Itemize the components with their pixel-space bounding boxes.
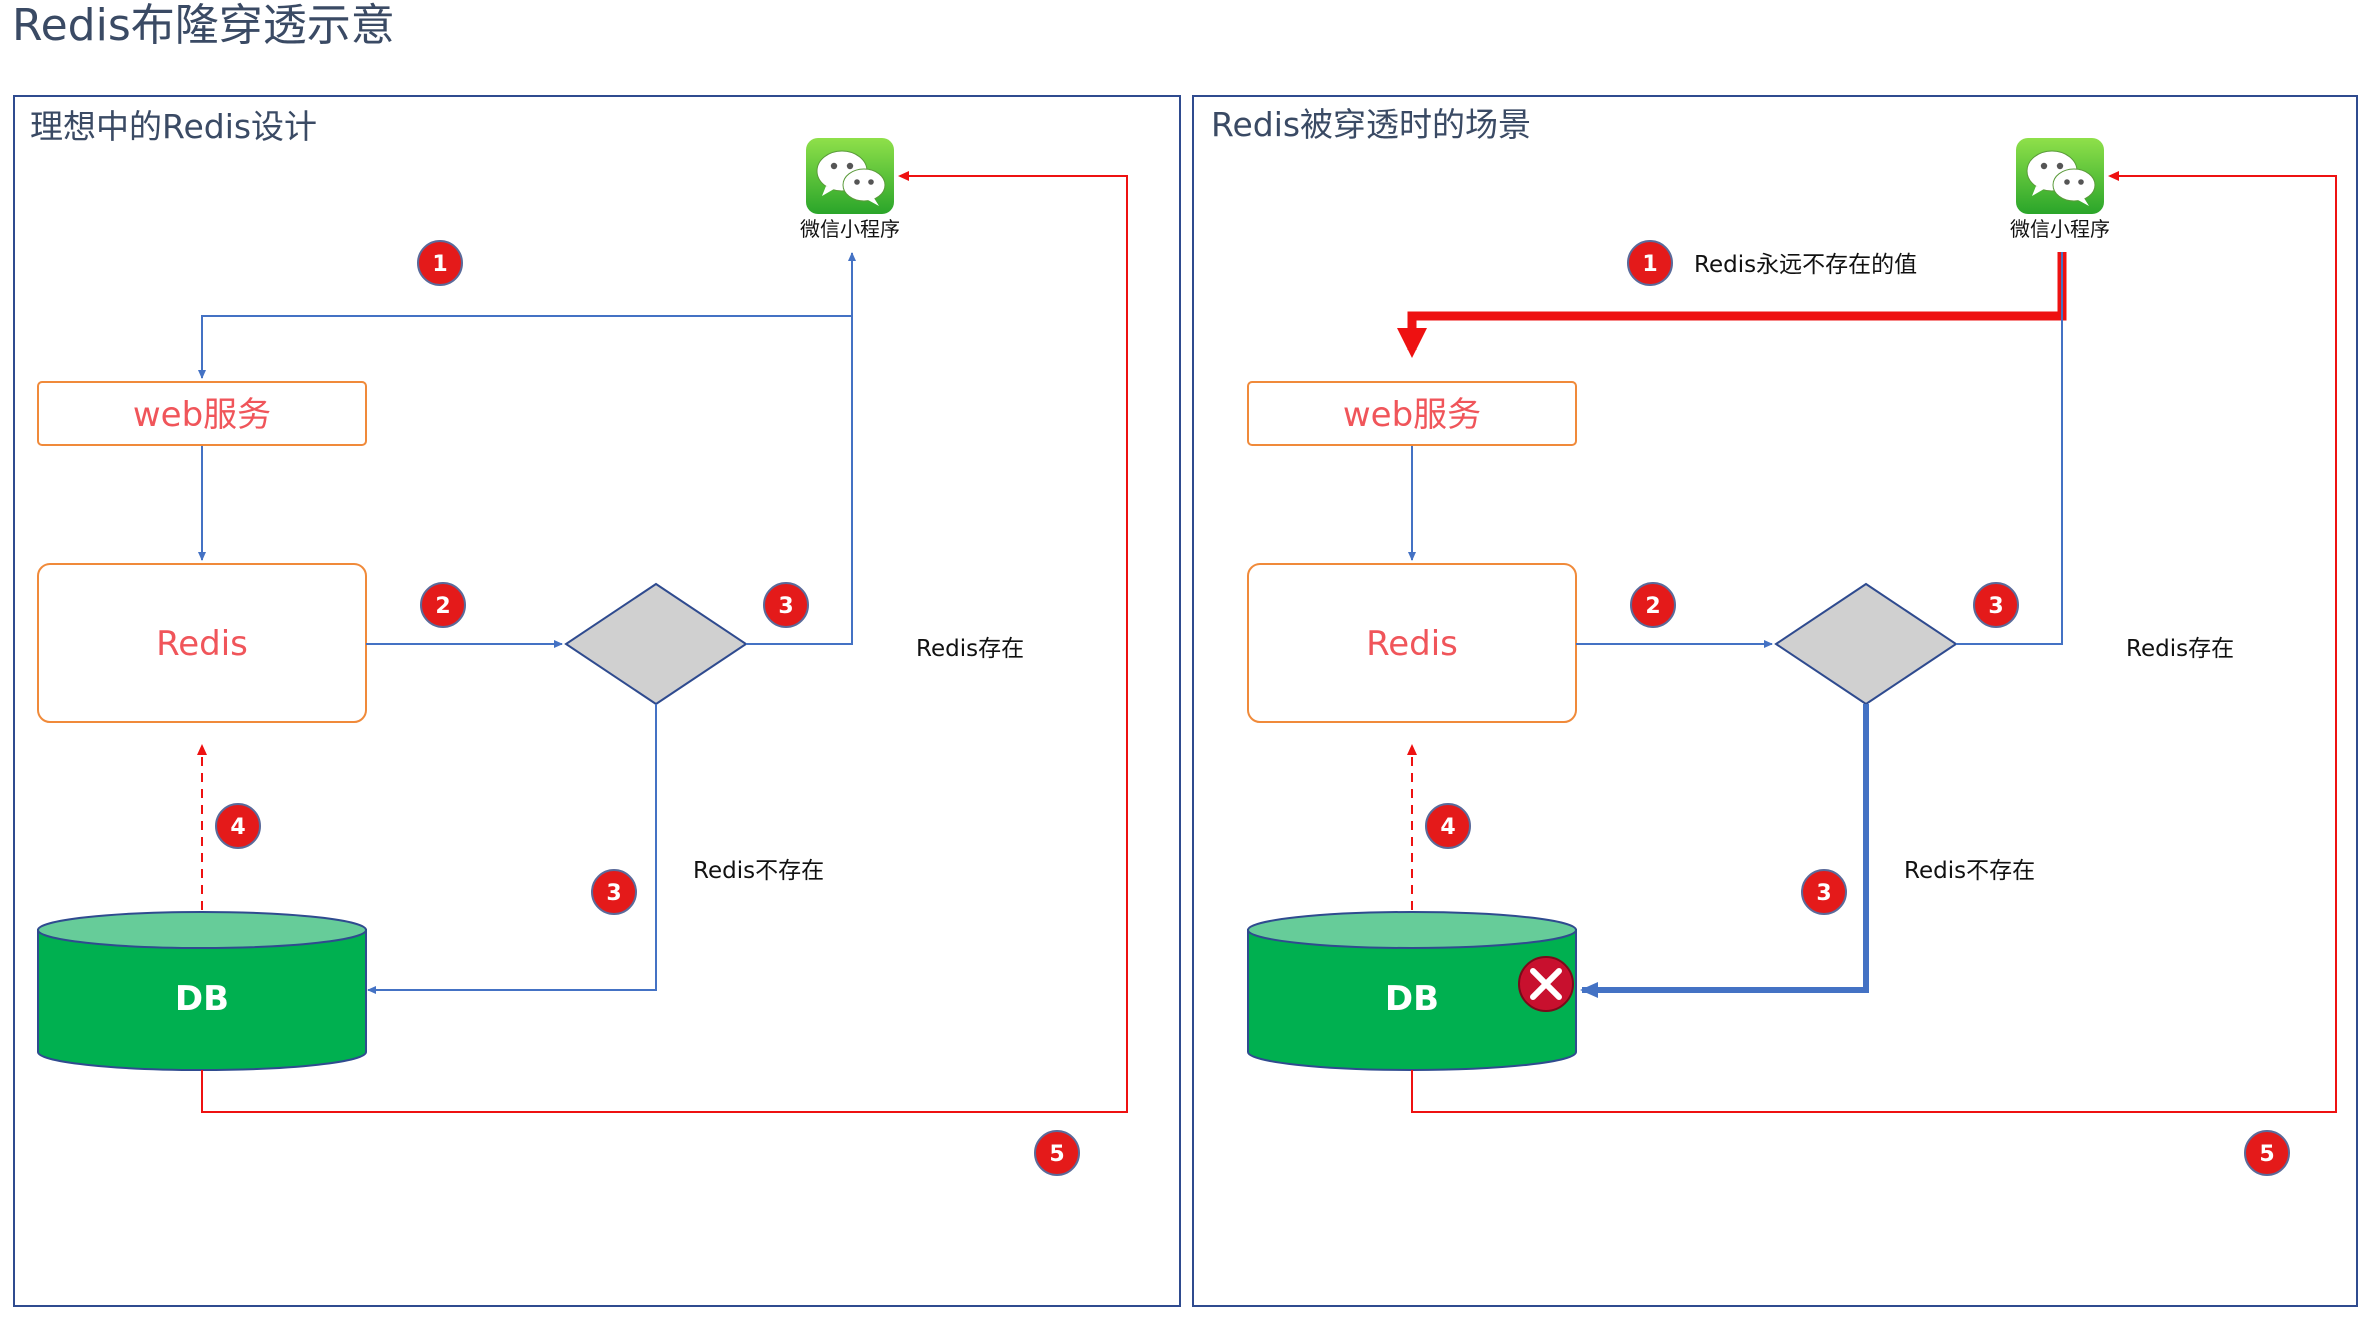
svg-text:2: 2 <box>1645 594 1660 619</box>
right-heading: Redis被穿透时的场景 <box>1211 105 1531 144</box>
db-cylinder[interactable] <box>1247 911 1577 1071</box>
error-x-icon <box>1518 956 1574 1012</box>
step-badge-2: 2 <box>1630 582 1676 628</box>
step-badge-1: 1 <box>417 240 463 286</box>
svg-text:4: 4 <box>230 815 245 840</box>
svg-text:2: 2 <box>435 594 450 619</box>
flow-notexists-to-db-thick <box>1580 704 1869 998</box>
svg-text:1: 1 <box>1642 252 1657 277</box>
svg-text:5: 5 <box>1049 1142 1064 1167</box>
exists-label: Redis存在 <box>916 636 1024 662</box>
redis-label: Redis <box>156 624 248 664</box>
svg-text:1: 1 <box>432 252 447 277</box>
flow-line-1 <box>198 315 852 379</box>
flow-exists-to-wechat <box>1956 252 2063 645</box>
left-heading: 理想中的Redis设计 <box>30 107 317 146</box>
step-badge-3a: 3 <box>1973 582 2019 628</box>
step1-label: Redis永远不存在的值 <box>1694 252 1917 278</box>
step-badge-2: 2 <box>420 582 466 628</box>
step-badge-5: 5 <box>2244 1130 2290 1176</box>
flow-exists-to-wechat <box>746 252 856 645</box>
decision-diamond <box>1774 582 1958 706</box>
step-badge-4: 4 <box>215 803 261 849</box>
wechat-label: 微信小程序 <box>800 217 900 241</box>
right-panel-border <box>1192 95 2358 1307</box>
svg-text:3: 3 <box>778 594 793 619</box>
page-title: Redis布隆穿透示意 <box>12 0 395 51</box>
flow-db-to-wechat <box>1411 171 2337 1113</box>
db-label: DB <box>1385 979 1439 1019</box>
svg-text:3: 3 <box>1816 881 1831 906</box>
notexists-label: Redis不存在 <box>693 858 824 884</box>
web-service-label: web服务 <box>133 395 271 435</box>
db-cylinder[interactable] <box>37 911 367 1071</box>
wechat-icon[interactable] <box>2015 137 2105 215</box>
redis-label: Redis <box>1366 624 1458 664</box>
step-badge-3b: 3 <box>1801 869 1847 915</box>
exists-label: Redis存在 <box>2126 636 2234 662</box>
wechat-label: 微信小程序 <box>2010 217 2110 241</box>
svg-text:5: 5 <box>2259 1142 2274 1167</box>
left-panel-border <box>13 95 1181 1307</box>
step-badge-1: 1 <box>1627 240 1673 286</box>
web-service-label: web服务 <box>1343 395 1481 435</box>
step-badge-5: 5 <box>1034 1130 1080 1176</box>
web-service-box[interactable] <box>1247 381 1577 446</box>
db-label: DB <box>175 979 229 1019</box>
step-badge-3a: 3 <box>763 582 809 628</box>
flow-notexists-to-db <box>367 704 657 994</box>
step-badge-4: 4 <box>1425 803 1471 849</box>
web-service-box[interactable] <box>37 381 367 446</box>
decision-diamond <box>564 582 748 706</box>
step-badge-3b: 3 <box>591 869 637 915</box>
flow-db-to-wechat <box>201 171 1128 1113</box>
right-panel: Redis被穿透时的场景 微信小程序 Redis永远不存在的值 web服务 Re… <box>1192 95 2358 1307</box>
left-panel: 理想中的Redis设计 微信小程序 web服务 Redis Redis存在 Re… <box>13 95 1181 1307</box>
wechat-icon[interactable] <box>805 137 895 215</box>
svg-text:3: 3 <box>606 881 621 906</box>
svg-text:4: 4 <box>1440 815 1455 840</box>
notexists-label: Redis不存在 <box>1904 858 2035 884</box>
svg-text:3: 3 <box>1988 594 2003 619</box>
